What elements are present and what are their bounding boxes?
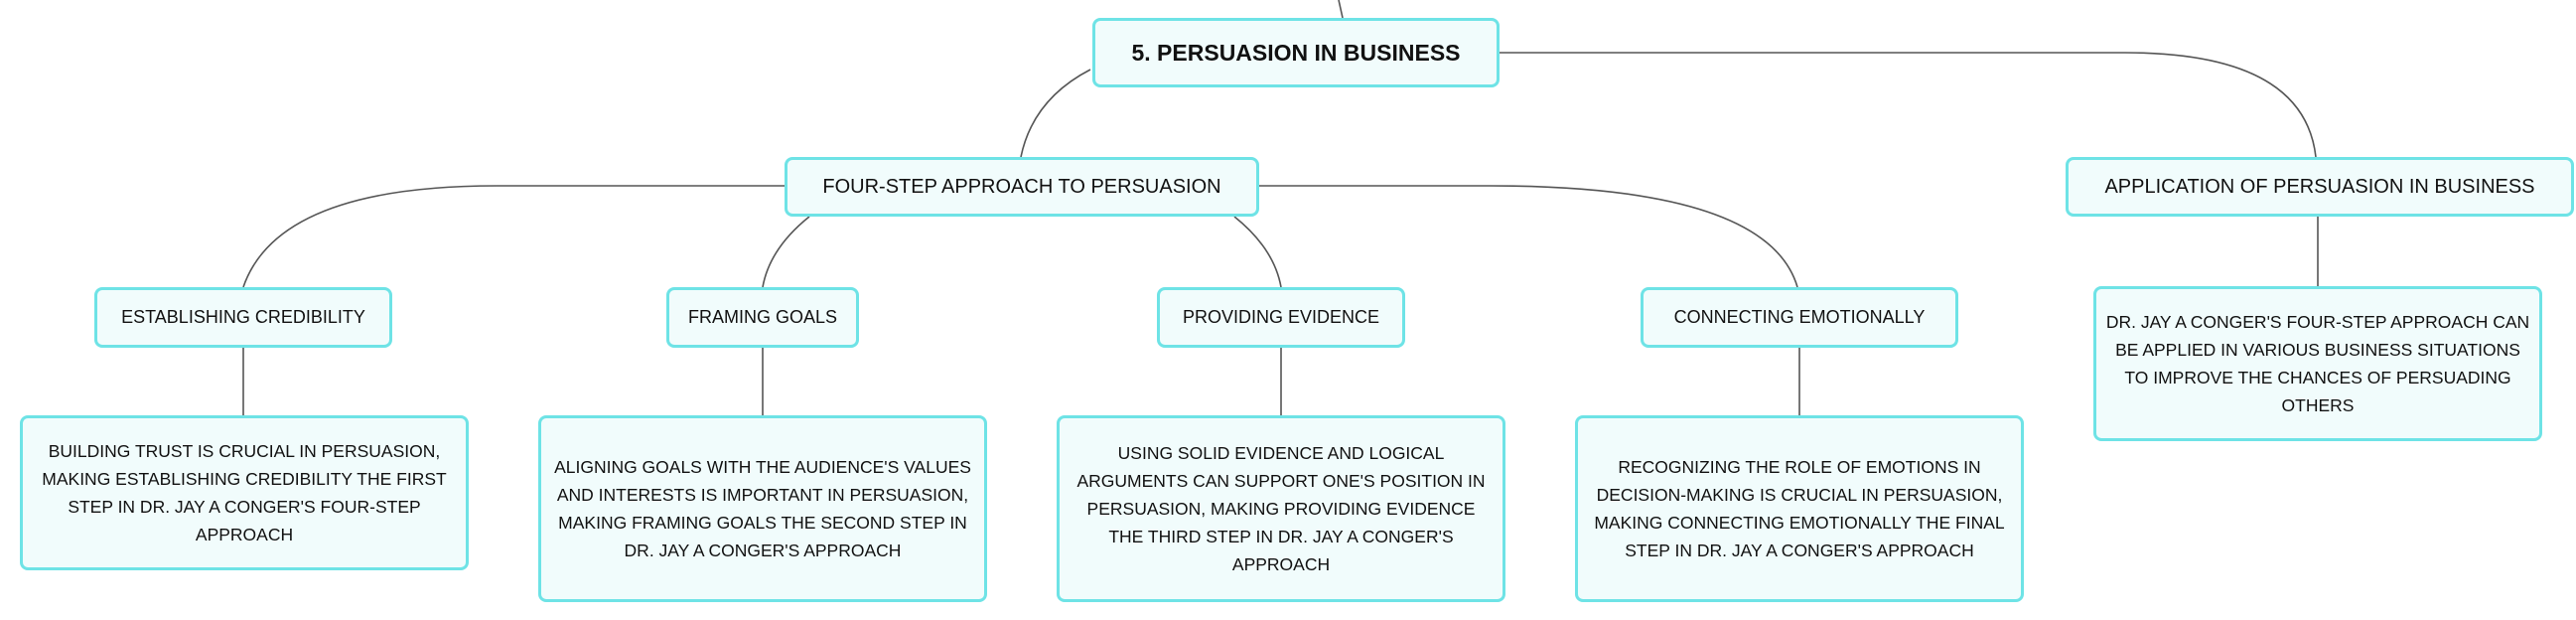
branch-application-label: APPLICATION OF PERSUASION IN BUSINESS: [2104, 175, 2535, 198]
detail-framing-goals-text: ALIGNING GOALS WITH THE AUDIENCE'S VALUE…: [554, 457, 971, 560]
node-framing-goals-label: FRAMING GOALS: [687, 307, 838, 327]
connector-root-parent: [1338, 0, 1344, 19]
node-connecting-emotionally-label: CONNECTING EMOTIONALLY: [1673, 307, 1926, 327]
detail-application-text: DR. JAY A CONGER'S FOUR-STEP APPROACH CA…: [2105, 312, 2530, 415]
node-establishing-credibility-label: ESTABLISHING CREDIBILITY: [121, 307, 365, 327]
connector-root-application: [1500, 52, 2317, 158]
connector-four-step-credibility: [242, 185, 785, 288]
node-establishing-credibility[interactable]: ESTABLISHING CREDIBILITY: [94, 287, 392, 348]
detail-connecting-emotionally[interactable]: RECOGNIZING THE ROLE OF EMOTIONS IN DECI…: [1575, 415, 2024, 602]
node-providing-evidence[interactable]: PROVIDING EVIDENCE: [1157, 287, 1405, 348]
node-connecting-emotionally[interactable]: CONNECTING EMOTIONALLY: [1641, 287, 1958, 348]
detail-connecting-emotionally-text: RECOGNIZING THE ROLE OF EMOTIONS IN DECI…: [1594, 457, 2005, 560]
detail-application[interactable]: DR. JAY A CONGER'S FOUR-STEP APPROACH CA…: [2093, 286, 2542, 441]
connector-four-step-framing: [762, 216, 810, 288]
branch-four-step-approach-label: FOUR-STEP APPROACH TO PERSUASION: [822, 175, 1221, 198]
node-providing-evidence-label: PROVIDING EVIDENCE: [1182, 307, 1380, 327]
detail-providing-evidence[interactable]: USING SOLID EVIDENCE AND LOGICAL ARGUMEN…: [1057, 415, 1505, 602]
root-node-label: 5. PERSUASION IN BUSINESS: [1131, 39, 1461, 66]
detail-framing-goals[interactable]: ALIGNING GOALS WITH THE AUDIENCE'S VALUE…: [538, 415, 987, 602]
detail-establishing-credibility[interactable]: BUILDING TRUST IS CRUCIAL IN PERSUASION,…: [20, 415, 469, 570]
node-framing-goals[interactable]: FRAMING GOALS: [666, 287, 859, 348]
branch-four-step-approach[interactable]: FOUR-STEP APPROACH TO PERSUASION: [785, 157, 1259, 217]
root-node[interactable]: 5. PERSUASION IN BUSINESS: [1092, 18, 1500, 87]
connector-four-step-emotional: [1259, 185, 1798, 288]
connector-four-step-evidence: [1233, 216, 1282, 288]
detail-establishing-credibility-text: BUILDING TRUST IS CRUCIAL IN PERSUASION,…: [42, 441, 447, 544]
detail-providing-evidence-text: USING SOLID EVIDENCE AND LOGICAL ARGUMEN…: [1076, 443, 1486, 574]
branch-application[interactable]: APPLICATION OF PERSUASION IN BUSINESS: [2066, 157, 2574, 217]
connector-root-four-step: [1020, 69, 1091, 158]
